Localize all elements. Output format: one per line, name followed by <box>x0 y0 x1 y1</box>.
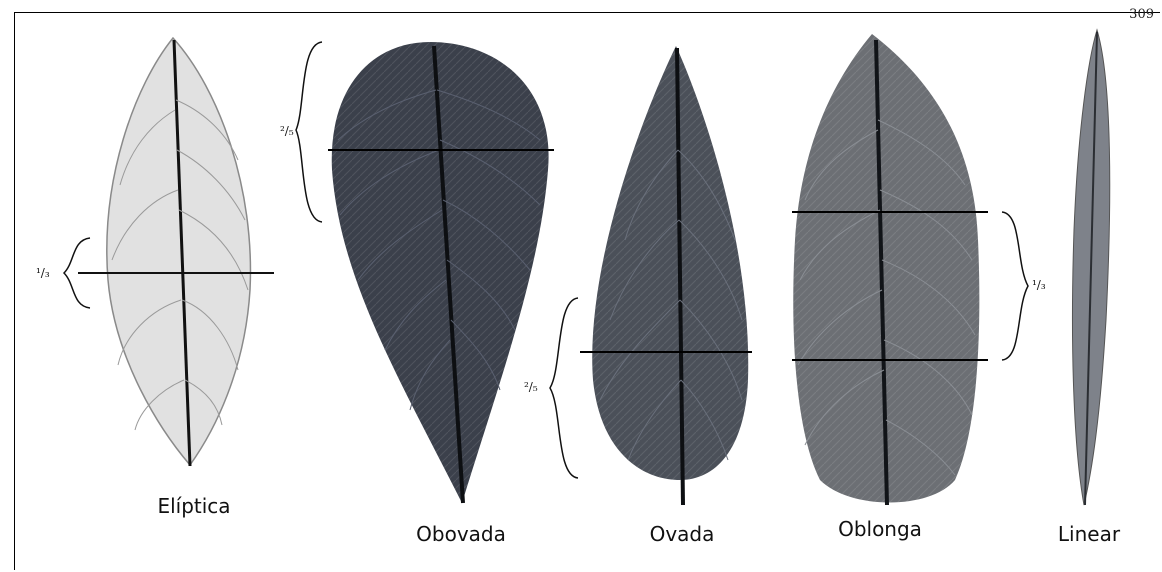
leaf-oblonga <box>792 34 1028 505</box>
leaf-eliptica <box>64 38 274 466</box>
label-linear: Linear <box>1058 522 1120 546</box>
fraction-oblonga: ¹/₃ <box>1032 278 1046 292</box>
label-ovada: Ovada <box>650 522 715 546</box>
leaf-ovada <box>550 46 752 505</box>
label-obovada: Obovada <box>416 522 506 546</box>
label-eliptica: Elíptica <box>157 494 230 518</box>
fraction-ovada: ²/₅ <box>524 380 538 394</box>
label-oblonga: Oblonga <box>838 517 922 541</box>
leaf-obovada <box>296 42 554 503</box>
fraction-eliptica: ¹/₃ <box>36 266 50 280</box>
fraction-obovada: ²/₅ <box>280 124 294 138</box>
leaf-linear <box>1072 30 1109 505</box>
